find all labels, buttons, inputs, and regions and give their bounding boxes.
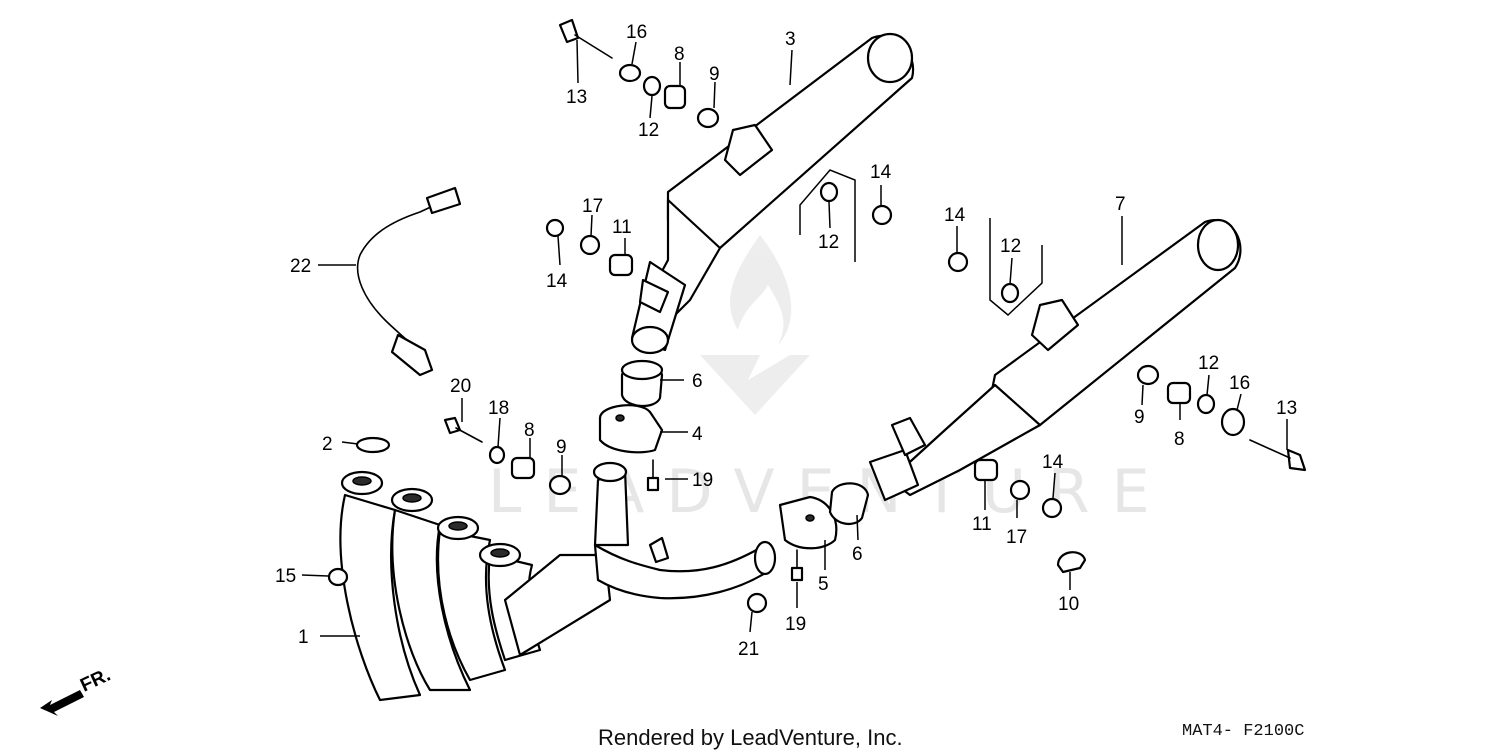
gasket-6-lower[interactable] xyxy=(828,482,870,526)
collar-12-c[interactable] xyxy=(1000,282,1020,304)
front-direction-arrow-icon xyxy=(40,690,84,716)
callout-15: 15 xyxy=(275,566,296,587)
collar-17-lower[interactable] xyxy=(1009,479,1031,501)
callout-11a: 11 xyxy=(612,217,632,238)
callout-9a: 9 xyxy=(709,64,720,85)
bolt-14-d[interactable] xyxy=(1041,497,1063,519)
collar-9-mid[interactable] xyxy=(548,474,572,496)
rubber-11-upper[interactable] xyxy=(608,253,634,277)
callout-8a: 8 xyxy=(674,44,685,65)
callout-14d: 14 xyxy=(1042,452,1064,473)
collar-18[interactable] xyxy=(488,445,506,465)
callout-5: 5 xyxy=(818,574,829,595)
exhaust-header-pipe[interactable] xyxy=(339,461,777,702)
callout-11b: 11 xyxy=(972,514,992,535)
callout-7: 7 xyxy=(1115,194,1126,215)
clamp-5[interactable] xyxy=(778,495,838,550)
callout-17a: 17 xyxy=(582,196,603,217)
gasket-2[interactable] xyxy=(355,436,391,454)
callout-9b: 9 xyxy=(556,437,567,458)
collar-12-b[interactable] xyxy=(819,181,839,203)
clamp-4[interactable] xyxy=(598,404,664,454)
bolt-13-lower[interactable] xyxy=(1249,439,1307,472)
callout-12c: 12 xyxy=(1000,236,1021,257)
bracket-12-lower xyxy=(989,218,1043,317)
footer-credit: Rendered by LeadVenture, Inc. xyxy=(598,725,903,750)
callout-18: 18 xyxy=(488,398,509,419)
o2-sensor-22[interactable] xyxy=(356,186,462,377)
callout-14c: 14 xyxy=(944,205,966,226)
callout-4: 4 xyxy=(692,424,703,445)
callout-12a: 12 xyxy=(638,120,659,141)
callout-16a: 16 xyxy=(626,22,647,43)
bolt-19-upper[interactable] xyxy=(646,459,660,492)
bolt-19-lower[interactable] xyxy=(790,549,804,582)
collar-17-upper[interactable] xyxy=(579,234,601,256)
nut-21[interactable] xyxy=(746,592,768,614)
callout-14b: 14 xyxy=(870,162,892,183)
callout-1: 1 xyxy=(298,627,309,648)
collar-12-a[interactable] xyxy=(642,75,662,97)
bolt-13-upper[interactable] xyxy=(558,18,613,59)
upper-muffler[interactable] xyxy=(630,32,915,355)
rubber-8-mid[interactable] xyxy=(510,456,536,480)
collar-9-upper[interactable] xyxy=(696,107,720,129)
watermark-logo xyxy=(700,235,810,415)
callout-17b: 17 xyxy=(1006,527,1027,548)
callout-12b: 12 xyxy=(818,232,839,253)
gasket-6-upper[interactable] xyxy=(620,359,664,407)
cap-10[interactable] xyxy=(1056,551,1087,574)
rubber-11-lower[interactable] xyxy=(973,458,999,482)
callout-8c: 8 xyxy=(1174,429,1185,450)
callout-19b: 19 xyxy=(785,614,806,635)
rubber-8-upper[interactable] xyxy=(663,84,687,110)
diagram-code: MAT4- F2100C xyxy=(1182,722,1304,741)
bolt-20[interactable] xyxy=(443,416,483,443)
callout-labels: 1 2 3 4 5 6 6 7 8 8 8 9 9 9 10 11 11 12 … xyxy=(275,22,1297,660)
callout-2: 2 xyxy=(322,434,333,455)
collar-12-d[interactable] xyxy=(1196,393,1216,415)
callout-3: 3 xyxy=(785,29,796,50)
leader-lines xyxy=(301,39,1288,637)
lower-muffler[interactable] xyxy=(868,218,1242,502)
callout-13b: 13 xyxy=(1276,398,1297,419)
callout-21: 21 xyxy=(738,639,759,660)
bolt-14-c[interactable] xyxy=(947,251,969,273)
callout-8b: 8 xyxy=(524,420,535,441)
callout-22: 22 xyxy=(290,256,311,277)
bracket-12-upper xyxy=(799,169,856,262)
bolt-14-b[interactable] xyxy=(871,204,893,226)
callout-14a: 14 xyxy=(546,271,568,292)
callout-12d: 12 xyxy=(1198,353,1219,374)
callout-16b: 16 xyxy=(1229,373,1250,394)
callout-6b: 6 xyxy=(852,544,863,565)
callout-19a: 19 xyxy=(692,470,713,491)
callout-13a: 13 xyxy=(566,87,587,108)
direction-label: FR. xyxy=(77,665,114,697)
callout-6a: 6 xyxy=(692,371,703,392)
rubber-8-lower[interactable] xyxy=(1166,381,1192,405)
washer-16-lower[interactable] xyxy=(1220,407,1246,437)
collar-9-lower[interactable] xyxy=(1136,364,1160,386)
washer-16-upper[interactable] xyxy=(618,63,642,83)
bolt-14-a[interactable] xyxy=(545,218,565,238)
callout-10: 10 xyxy=(1058,594,1079,615)
callout-20: 20 xyxy=(450,376,471,397)
nut-15[interactable] xyxy=(327,567,349,587)
callout-9c: 9 xyxy=(1134,407,1145,428)
